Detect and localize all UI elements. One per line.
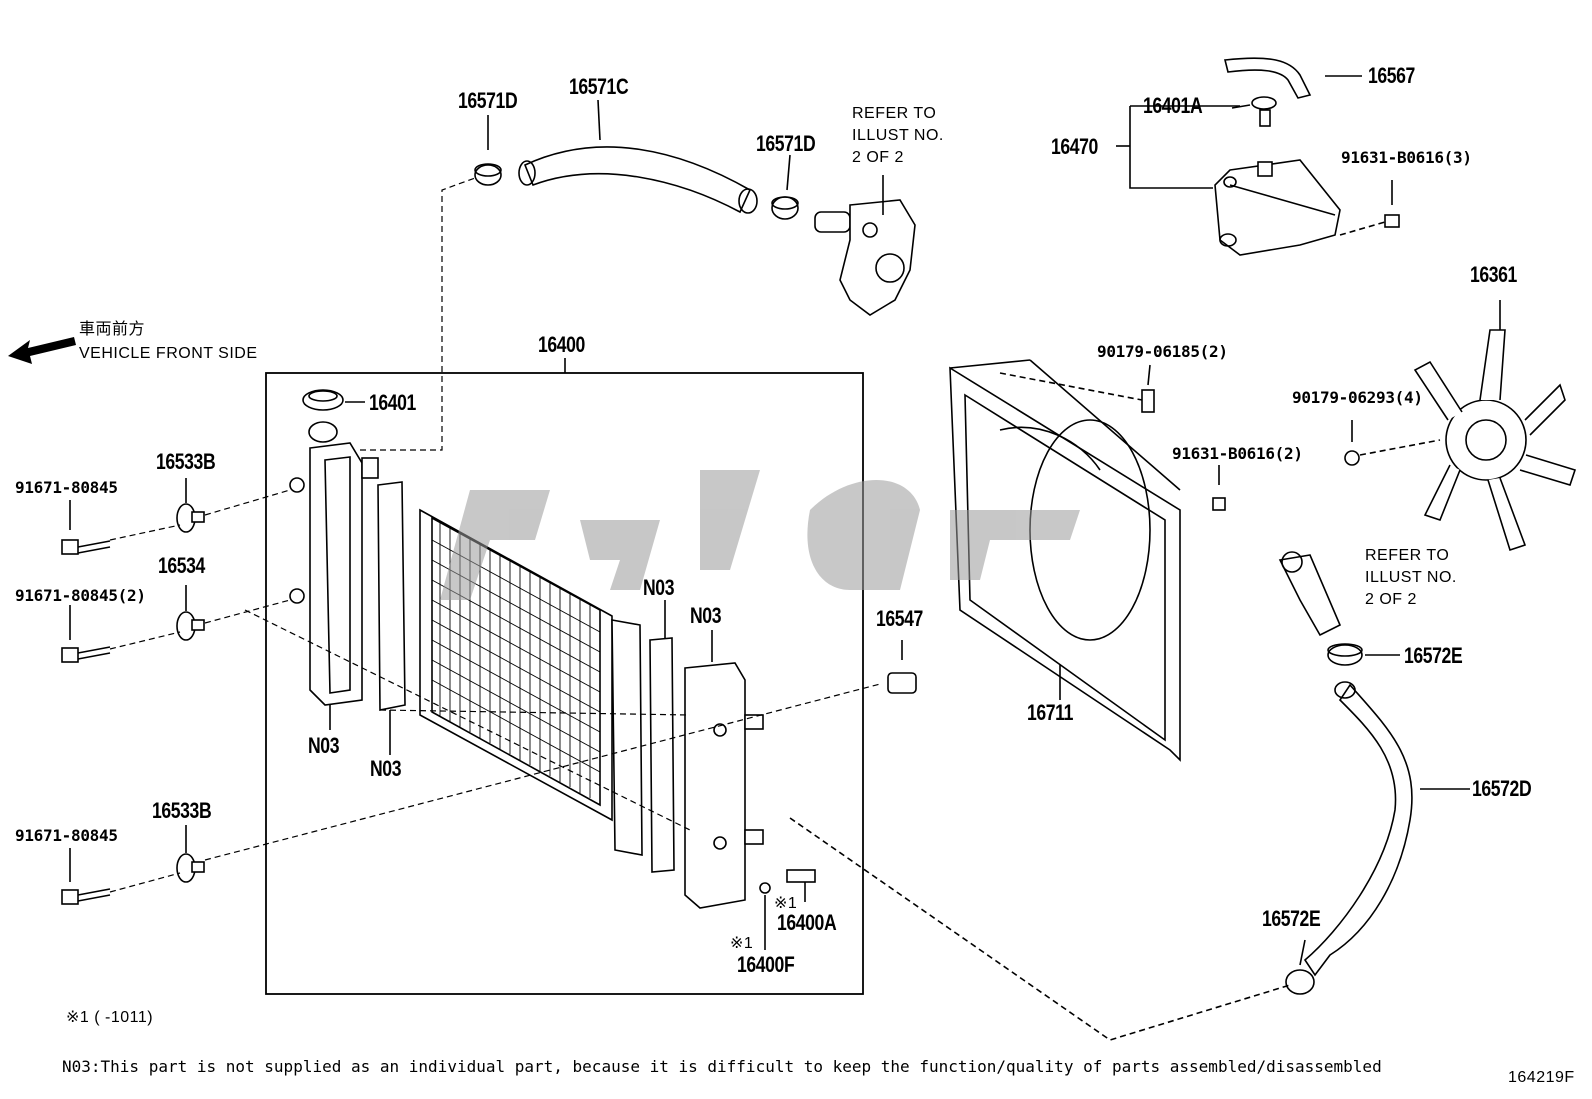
lower-hose-16572d: [1303, 683, 1413, 977]
reservoir-tank-16470: [1214, 159, 1341, 256]
vehicle-front-en-label: VEHICLE FRONT SIDE: [79, 345, 258, 362]
water-outlet-pipe: [1278, 551, 1342, 637]
upper-hose-16571c: [523, 146, 752, 214]
o-ring-16400f: [759, 882, 771, 950]
thermostat-housing: [814, 175, 916, 316]
variant-mark-16400a: ※1: [774, 895, 798, 912]
part-label-16567[interactable]: 16567: [1368, 63, 1415, 88]
refer-line-3: 2 OF 2: [852, 149, 904, 166]
part-label-16400[interactable]: 16400: [538, 332, 585, 357]
part-label-n03-right-tank[interactable]: N03: [690, 603, 722, 628]
part-label-16571c[interactable]: 16571C: [569, 74, 629, 99]
part-label-91631-b0616-3[interactable]: 91631-B0616(3): [1341, 148, 1472, 167]
bushing-16533b-bottom: [176, 825, 205, 883]
part-label-n03-left-gasket[interactable]: N03: [370, 756, 402, 781]
clamp-16572e-lower: [1285, 939, 1315, 995]
part-label-90179-06293-4[interactable]: 90179-06293(4): [1292, 388, 1423, 407]
part-label-90179-06185-2[interactable]: 90179-06185(2): [1097, 342, 1228, 361]
part-label-16572d[interactable]: 16572D: [1472, 776, 1532, 801]
part-label-91671-80845-top[interactable]: 91671-80845: [15, 478, 118, 497]
refer-note-outlet[interactable]: REFER TO ILLUST NO. 2 OF 2: [1365, 545, 1457, 611]
watermark-logo: [440, 470, 1080, 600]
part-label-16711[interactable]: 16711: [1027, 700, 1073, 725]
part-label-16571d-left[interactable]: 16571D: [458, 88, 518, 113]
part-label-16571d-right[interactable]: 16571D: [756, 131, 816, 156]
radiator-left-tank: [289, 442, 379, 730]
bolt-91671-80845-top: [61, 500, 111, 555]
radiator-right-tank: [684, 630, 764, 909]
part-label-16470[interactable]: 16470: [1051, 134, 1098, 159]
part-label-16401[interactable]: 16401: [369, 390, 416, 415]
clamp-16572e-upper: [1327, 643, 1400, 666]
clip-90179-06185: [1141, 364, 1155, 413]
part-label-16533b-bottom[interactable]: 16533B: [152, 798, 212, 823]
plug-16547: [887, 640, 917, 694]
part-label-n03-left-tank[interactable]: N03: [308, 733, 340, 758]
part-label-16400f[interactable]: 16400F: [737, 952, 795, 977]
drain-cock-16400a: [786, 869, 816, 902]
refer-line-2: ILLUST NO.: [852, 127, 944, 144]
part-label-91631-b0616-2[interactable]: 91631-B0616(2): [1172, 444, 1303, 463]
vehicle-front-jp-label: 車両前方: [79, 321, 146, 338]
overflow-hose-16567: [1224, 57, 1312, 99]
part-label-91671-80845-2[interactable]: 91671-80845(2): [15, 586, 146, 605]
part-label-16400a[interactable]: 16400A: [777, 910, 837, 935]
diagram-id: 164219F: [1508, 1069, 1575, 1086]
refer-line-2: ILLUST NO.: [1365, 569, 1457, 586]
part-label-16572e-lower[interactable]: 16572E: [1262, 906, 1321, 931]
part-label-16361[interactable]: 16361: [1470, 262, 1517, 287]
variant-mark-16400f: ※1: [730, 935, 754, 952]
refer-line-1: REFER TO: [852, 105, 937, 122]
bolt-91631-b0616-3: [1384, 180, 1400, 228]
bolt-91671-80845-mid: [61, 605, 111, 663]
refer-note-thermostat[interactable]: REFER TO ILLUST NO. 2 OF 2: [852, 103, 944, 169]
clamp-16571d-left: [474, 115, 502, 186]
cooling-fan-16361: [1413, 300, 1577, 552]
clamp-16571d-right: [771, 154, 799, 220]
part-label-n03-right-gasket[interactable]: N03: [643, 575, 675, 600]
part-label-91671-80845-bottom[interactable]: 91671-80845: [15, 826, 118, 845]
bolt-91631-b0616-2: [1212, 465, 1226, 511]
core-side-plate: [611, 619, 643, 856]
reservoir-cap-16401a: [1231, 96, 1277, 127]
bushing-16533b-top: [176, 478, 205, 533]
bolt-91671-80845-bottom: [61, 848, 111, 905]
part-label-16534[interactable]: 16534: [158, 553, 205, 578]
vehicle-front-arrow: [8, 337, 76, 364]
gasket-n03-right: [649, 637, 675, 873]
radiator-cap-16401: [302, 389, 365, 443]
nut-90179-06293: [1344, 420, 1360, 466]
refer-line-1: REFER TO: [1365, 547, 1450, 564]
part-label-16572e-upper[interactable]: 16572E: [1404, 643, 1463, 668]
refer-line-3: 2 OF 2: [1365, 591, 1417, 608]
part-label-16401a[interactable]: 16401A: [1143, 93, 1203, 118]
footnote-n03: N03:This part is not supplied as an indi…: [62, 1057, 1382, 1076]
part-label-16547[interactable]: 16547: [876, 606, 923, 631]
gasket-n03-left: [377, 481, 406, 711]
bushing-16534: [176, 585, 205, 641]
part-label-16533b-top[interactable]: 16533B: [156, 449, 216, 474]
variant-note: ※1 ( -1011): [66, 1009, 154, 1026]
